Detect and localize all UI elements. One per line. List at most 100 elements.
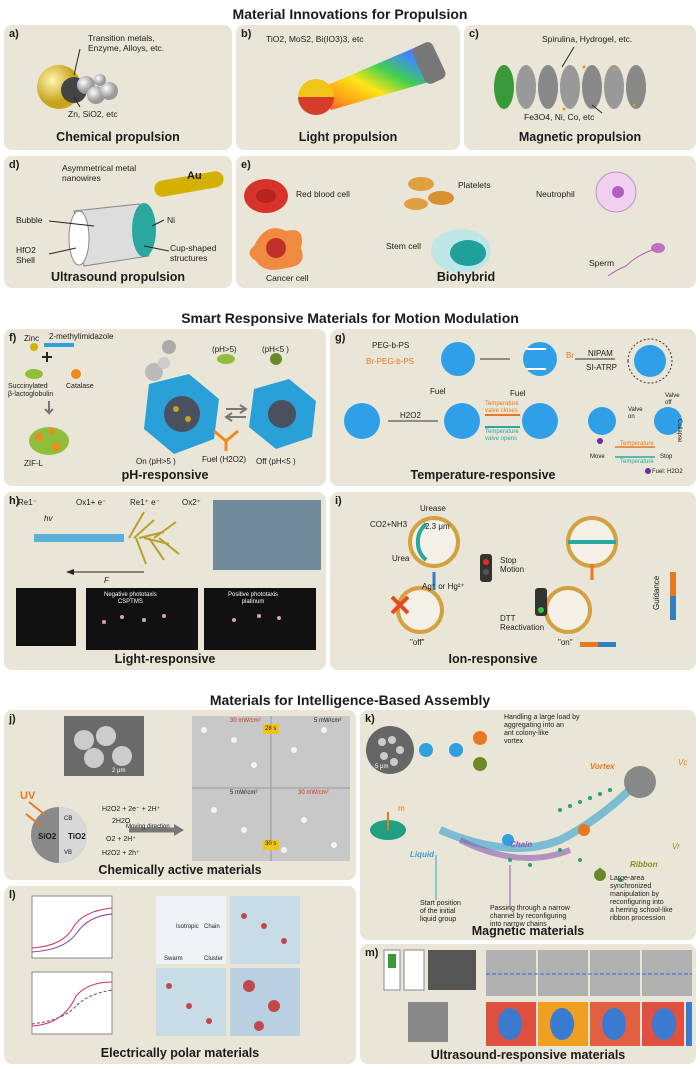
co2-label: CO2+NH3 [370, 520, 408, 529]
re1-minus-label: Re1⁻ [18, 498, 37, 507]
time-1: 28 s [265, 726, 277, 732]
off-label: Off (pH<5 ) [256, 457, 296, 466]
h2o2-label: H2O2 [400, 411, 421, 420]
panel-m: m) Ultrasound-responsive materials [360, 944, 696, 1064]
cluster-label: Cluster [204, 956, 224, 962]
closes-label: Temperature valve closes [485, 401, 519, 414]
sperm-label: Sperm [589, 258, 615, 268]
zinc-label: Zinc [24, 334, 40, 343]
urease-label: Urease [420, 504, 446, 513]
mim-label: 2-methylimidazole [49, 332, 114, 341]
size-label: 2.3 μm [425, 522, 450, 531]
ni-label: Ni [167, 215, 176, 225]
ion-motor-illustration [390, 516, 676, 647]
reaction-2: 2H2O [112, 818, 131, 825]
rbc-label: Red blood cell [296, 189, 350, 199]
positive-phototaxis-label: Positive phototaxis platinum [228, 592, 279, 605]
ox1-label: Ox1+ e⁻ [76, 498, 107, 507]
panel-caption: Magnetic materials [471, 924, 585, 938]
panel-caption: Ion-responsive [448, 652, 538, 666]
panel-l: l) Isotropic Chain Swarm Cluster Electri… [4, 886, 356, 1064]
scale-bar-label: 5 μm [375, 764, 389, 770]
start-text: Start position of the initial liquid gro… [420, 900, 461, 924]
dtt-label: DTT Reactivation [500, 614, 545, 633]
ox2-label: Ox2⁺ [182, 498, 201, 507]
janus-particle-illustration [37, 48, 118, 109]
panel-label: e) [241, 159, 251, 171]
off-label: "off" [410, 638, 425, 647]
stop-motion-label: Stop Motion [500, 556, 525, 575]
zif-label: ZIF-L [24, 459, 44, 468]
neutrophil-label: Neutrophil [536, 189, 575, 199]
zif-motor-illustration [25, 340, 316, 455]
body-material-text: Zn, SiO2, etc [68, 109, 118, 119]
magnetic-swarm-illustration [366, 726, 656, 910]
panel-b: b) TiO2, MoS2, Bi(IO3)3, etc Light propu… [236, 25, 460, 150]
uv-label: UV [20, 790, 36, 802]
panel-label: j) [9, 713, 16, 725]
on-label: "on" [558, 638, 573, 647]
urea-label: Urea [392, 554, 410, 563]
ph-low-label: (pH<5 ) [262, 345, 289, 354]
panel-label: g) [335, 332, 346, 344]
opens-label: Temperature valve opens [485, 429, 519, 442]
re1-plus-label: Re1⁺ e⁻ [130, 498, 160, 507]
nipam-label: NIPAM [588, 349, 613, 358]
panel-label: c) [469, 28, 479, 40]
stomatocyte-illustration [344, 338, 682, 474]
m-label: m [398, 804, 405, 813]
swarm-label: Swarm [164, 956, 183, 962]
panel-caption: Light propulsion [298, 130, 398, 144]
panel-caption: pH-responsive [121, 468, 209, 482]
panel-caption: Magnetic propulsion [518, 130, 642, 144]
intensity-2: 5 mW/cm² [314, 718, 342, 724]
intensity-1: 30 mW/cm² [230, 718, 261, 724]
panel-a: a) Transition metals, Enzyme, Alloys, et… [4, 25, 232, 150]
section-title-propulsion: Material Innovations for Propulsion [232, 6, 468, 22]
valve-on-label: Valve on [628, 407, 643, 420]
panel-e: e) Red blood cell Platelets Neutrophil C… [236, 156, 696, 288]
panel-f: f) Zinc 2-methylimidazole Succinylated β… [4, 329, 326, 486]
sbl-label: Succinylated β-lactoglobulin [8, 383, 54, 399]
panel-caption: Chemical propulsion [56, 130, 180, 144]
panel-j: j) 2 μm UV SiO2 TiO2 CB VB H2O2 + 2e⁻ + … [4, 710, 356, 880]
panel-label: h) [9, 495, 20, 507]
chain-label: Chain [204, 924, 220, 930]
vc-label: Vc [678, 758, 688, 767]
bubble-label: Bubble [16, 215, 43, 225]
reaction-4: H2O2 + 2h⁺ [102, 850, 140, 857]
reaction-3: O2 + 2H⁺ [106, 836, 136, 843]
valve-off-label: Valve off [665, 393, 680, 406]
br-label: Br [566, 351, 574, 360]
force-label: F [104, 576, 109, 585]
fuel-label-2: Fuel [510, 389, 526, 398]
wires-text: Asymmetrical metal nanowires [62, 163, 137, 183]
panel-i: i) Urease CO2+NH3 Urea 2.3 μm Stop Motio… [330, 492, 696, 670]
on-label: On (pH>5 ) [136, 457, 176, 466]
tio2-label: TiO2 [68, 832, 86, 841]
biohybrid-cells-illustration [244, 171, 665, 277]
guidance-label: Guidance [652, 575, 661, 610]
panel-d: d) Asymmetrical metal nanowires Au Bubbl… [4, 156, 232, 288]
panel-caption: Ultrasound-responsive materials [430, 1048, 626, 1062]
nanotree-illustration [16, 500, 321, 650]
siatrp-label: SI-ATRP [586, 363, 617, 372]
fuel-h2o2-label: Fuel: H2O2 [652, 469, 683, 475]
magnetic-material-text: Fe3O4, Ni, Co, etc [524, 112, 595, 122]
cancer-label: Cancer cell [266, 273, 309, 283]
au-label: Au [187, 170, 202, 182]
panel-label: b) [241, 28, 252, 40]
pegbps-label: PEG-b-PS [372, 341, 410, 350]
panel-caption: Chemically active materials [98, 863, 262, 877]
hv-label: hv [44, 514, 53, 523]
polar-materials-illustration [31, 895, 300, 1036]
panel-label: k) [365, 713, 375, 725]
panel-g: g) PEG-b-PS Br-PEG-b-PS Br NIPAM SI-ATRP… [330, 329, 696, 486]
stop-label: Stop [660, 454, 673, 460]
panel-label: d) [9, 159, 20, 171]
helix-illustration [494, 46, 646, 114]
light-beam-illustration [298, 42, 446, 115]
panel-caption: Biohybrid [436, 270, 496, 284]
temperature-label-2: Temperature [620, 459, 654, 465]
vr-label: Vr [672, 842, 680, 851]
